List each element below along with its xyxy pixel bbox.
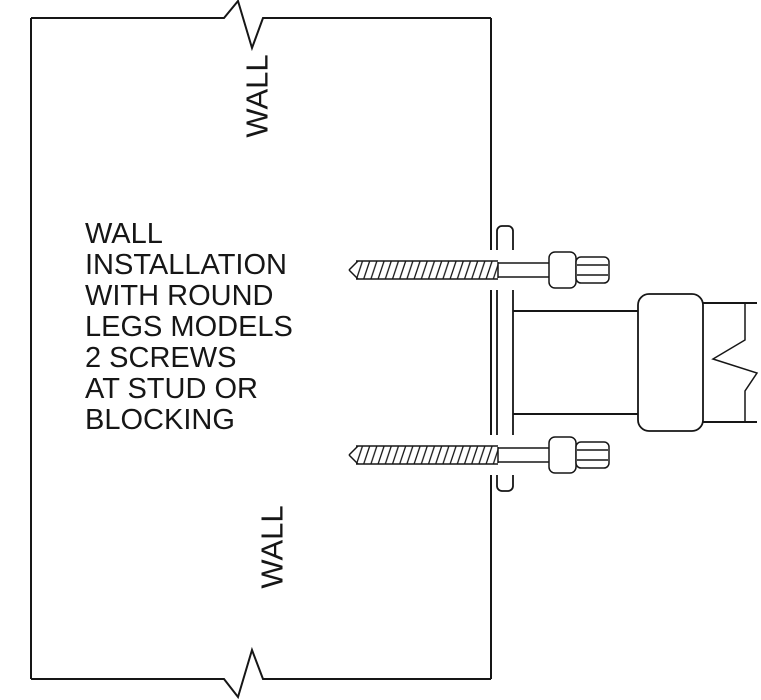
leg-post — [513, 310, 638, 415]
lag-screw-bottom — [348, 434, 613, 476]
round-leg-collar — [637, 293, 704, 432]
annotation-line: WALL — [85, 218, 163, 250]
annotation-line: 2 SCREWS — [85, 342, 236, 374]
round-leg — [637, 293, 759, 432]
annotation-text-block: WALL INSTALLATION WITH ROUND LEGS MODELS… — [85, 218, 293, 436]
wall-bottom-break-line — [31, 646, 491, 700]
leg-break-line — [711, 303, 759, 422]
annotation-line: AT STUD OR — [85, 373, 258, 405]
wall-label-bottom: WALL — [255, 505, 290, 588]
mounting-plate — [496, 225, 514, 492]
annotation-line: BLOCKING — [85, 404, 235, 436]
screw-threads — [356, 261, 498, 279]
annotation-line: LEGS MODELS — [85, 311, 293, 343]
screw-tip — [348, 260, 359, 280]
wall-label-top: WALL — [240, 54, 275, 137]
wall-top-break-line — [31, 0, 491, 52]
wall-section — [30, 0, 492, 700]
screw-hex-head — [575, 256, 610, 284]
annotation-line: WITH ROUND — [85, 280, 273, 312]
screw-washer — [548, 251, 577, 289]
lag-screw-top — [348, 250, 612, 290]
annotation-line: INSTALLATION — [85, 249, 287, 281]
